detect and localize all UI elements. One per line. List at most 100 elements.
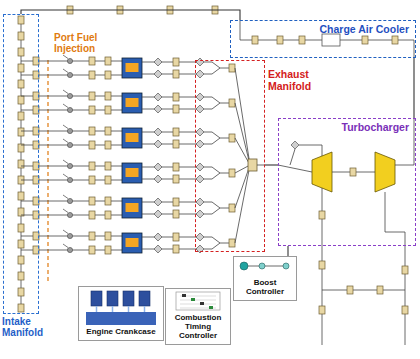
pipe-connector (413, 58, 414, 118)
pipe-component (18, 64, 24, 72)
valve-diamond (154, 210, 162, 218)
collector-pipe (235, 165, 250, 208)
turbine-inlet (278, 165, 312, 172)
group-heading: Charge Air Cooler (320, 24, 409, 36)
cooler-pipe (240, 20, 414, 58)
valve-diamond (154, 140, 162, 148)
piston-icon (123, 291, 134, 306)
injector-nozzle (63, 160, 68, 164)
collector-pipe (235, 103, 250, 165)
piston-icon (91, 291, 102, 306)
pipe-component (18, 224, 24, 232)
valve-diamond (154, 128, 162, 136)
component-box: Combustion Timing Controller (165, 288, 231, 345)
fuel-injector (67, 177, 72, 182)
cylinder-block (122, 163, 142, 183)
fuel-injector (67, 247, 72, 252)
pipe-component (229, 99, 235, 107)
cylinder-block (122, 128, 142, 148)
pipe-connector (21, 10, 240, 20)
pipe-component (89, 106, 95, 114)
controller-dot (283, 263, 289, 269)
pipe-component (105, 127, 111, 135)
pipe-component (229, 239, 235, 247)
pipe-component (89, 127, 95, 135)
pipe-component (105, 57, 111, 65)
pipe-component (105, 162, 111, 170)
cylinder-flame (126, 203, 139, 212)
pipe-component (105, 232, 111, 240)
cylinder-block (122, 93, 142, 113)
piston-icon (107, 291, 118, 306)
valve-diamond (154, 175, 162, 183)
injector-nozzle (63, 125, 68, 129)
ambient-pipe (322, 290, 405, 291)
pipe-component (18, 48, 24, 56)
valve-diamond (196, 210, 204, 218)
pipe-component (18, 304, 24, 312)
injector-nozzle (63, 139, 68, 143)
injector-nozzle (63, 230, 68, 234)
fuel-injector (67, 233, 72, 238)
runner-merge (212, 202, 220, 214)
cylinder-flame (126, 133, 139, 142)
cylinder-block (122, 58, 142, 78)
turbine-symbol (312, 152, 332, 192)
cylinder-flame (126, 63, 139, 72)
fuel-injector (67, 128, 72, 133)
runner-merge (212, 97, 220, 109)
pipe-component (18, 256, 24, 264)
pipe-component (377, 286, 383, 294)
cylinder-block (122, 233, 142, 253)
group-region: Intake Manifold (3, 14, 39, 314)
group-region: Charge Air Cooler (230, 20, 416, 58)
group-heading: Turbocharger (342, 122, 409, 134)
group-region: Turbocharger (278, 118, 416, 246)
pipe-component (173, 93, 179, 101)
pipe-component (229, 169, 235, 177)
valve-diamond (154, 105, 162, 113)
pipe-component (89, 141, 95, 149)
pipe-component (89, 92, 95, 100)
pipe-component (173, 233, 179, 241)
group-heading: Exhaust Manifold (268, 69, 326, 92)
pipe-component (319, 306, 325, 314)
pipe-component (18, 96, 24, 104)
pipe-component (89, 211, 95, 219)
connecting-rod (144, 306, 146, 312)
pipe-component (18, 240, 24, 248)
fuel-injector (67, 107, 72, 112)
pipe-component (173, 105, 179, 113)
pipe-component (350, 168, 356, 176)
piston-icon (139, 291, 150, 306)
pipe-component (18, 288, 24, 296)
pipe-component (18, 80, 24, 88)
pipe-component (18, 128, 24, 136)
cylinder-block (122, 198, 142, 218)
fuel-injector (67, 198, 72, 203)
crankcase-base (86, 312, 156, 325)
valve-diamond (196, 175, 204, 183)
collector-pipe (235, 165, 250, 243)
pipe-component (89, 232, 95, 240)
valve-diamond (196, 233, 204, 241)
pipe-component (89, 246, 95, 254)
cylinder-flame (126, 168, 139, 177)
valve-diamond (291, 141, 299, 149)
cylinder-flame (126, 98, 139, 107)
pipe-component (89, 71, 95, 79)
wastegate-bypass (299, 145, 322, 156)
pipe-component (89, 176, 95, 184)
controller-tick (182, 294, 186, 297)
injector-nozzle (63, 55, 68, 59)
cooler-core (322, 34, 340, 46)
pipe-component (392, 36, 398, 44)
pipe-component (89, 57, 95, 65)
pipe-component (173, 128, 179, 136)
valve-diamond (196, 140, 204, 148)
fuel-injector (67, 212, 72, 217)
pipe-component (173, 175, 179, 183)
injector-nozzle (63, 209, 68, 213)
valve-diamond (196, 105, 204, 113)
pipe-component (402, 306, 408, 314)
